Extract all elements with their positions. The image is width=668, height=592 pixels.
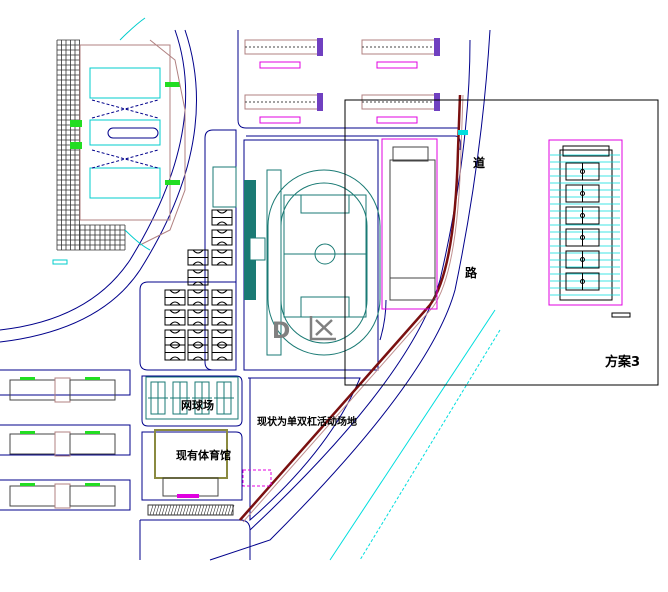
scheme-label: 方案3 xyxy=(605,355,641,370)
court-key xyxy=(192,344,204,361)
scheme-court-circle xyxy=(580,169,585,174)
road-curve-outer xyxy=(0,29,187,331)
indoor-hall xyxy=(381,138,438,310)
court-key xyxy=(216,209,228,226)
mark-x-box xyxy=(309,316,336,341)
green-strip xyxy=(85,431,100,434)
green-strip xyxy=(85,483,100,486)
tennis-court-area xyxy=(145,376,239,420)
scheme-court-circle xyxy=(580,257,585,262)
stair-block xyxy=(434,93,440,111)
scheme-outline xyxy=(548,139,623,306)
scheme-court-circle xyxy=(580,191,585,196)
marker-cyan xyxy=(458,130,468,135)
scheme-court-circle xyxy=(580,235,585,240)
court-key xyxy=(216,309,228,326)
dormitory-block xyxy=(9,485,56,507)
green-strip xyxy=(20,377,35,380)
scheme-court-circle xyxy=(580,213,585,218)
scheme-3-plan xyxy=(548,139,631,318)
dormitory-block xyxy=(69,379,116,401)
court-key xyxy=(192,269,204,286)
stair-block xyxy=(434,38,440,56)
scheme-court-circle xyxy=(580,279,585,284)
road-curve-inner xyxy=(0,29,197,343)
green-strip xyxy=(20,431,35,434)
dormitory-block xyxy=(69,433,116,455)
building-entry xyxy=(259,61,301,69)
court-key xyxy=(192,289,204,306)
basketball-courts xyxy=(164,209,233,361)
court-key xyxy=(192,249,204,266)
cyan-diagonal-lines xyxy=(329,309,501,561)
activity-area-label: 现状为单双杠活动场地 xyxy=(257,417,357,428)
building-entry xyxy=(259,116,301,124)
mark-d: D xyxy=(272,319,290,344)
bottom-left-buildings xyxy=(9,377,116,509)
building-entry xyxy=(376,61,418,69)
court-key xyxy=(192,309,204,326)
court-key xyxy=(216,329,228,346)
road-label-2: 路 xyxy=(465,266,478,280)
dormitory-block xyxy=(69,485,116,507)
road-label-1: 道 xyxy=(473,156,486,170)
court-key xyxy=(192,329,204,346)
green-strip xyxy=(20,483,35,486)
building-entry xyxy=(376,116,418,124)
tennis-courts-label: 网球场 xyxy=(181,399,214,412)
existing-gym-label: 现有体育馆 xyxy=(176,449,231,462)
tennis-court-small xyxy=(212,166,237,208)
left-building-complex xyxy=(52,17,186,265)
dormitory-link xyxy=(54,431,71,457)
dormitory-link xyxy=(54,483,71,509)
green-strip xyxy=(85,377,100,380)
existing-gym-building xyxy=(147,429,272,516)
court-key xyxy=(169,329,181,346)
stair-block xyxy=(317,38,323,56)
scheme-3-frame xyxy=(344,99,659,386)
court-key xyxy=(169,289,181,306)
dormitory-block xyxy=(9,379,56,401)
court-key xyxy=(216,229,228,246)
grandstand xyxy=(244,180,266,300)
court-key xyxy=(169,309,181,326)
court-key xyxy=(216,344,228,361)
running-track xyxy=(266,169,381,356)
stair-block xyxy=(317,93,323,111)
court-key xyxy=(169,344,181,361)
scheme-entrance xyxy=(562,145,610,157)
dormitory-link xyxy=(54,377,71,403)
tennis-courts xyxy=(145,376,239,420)
dormitory-block xyxy=(9,433,56,455)
scheme-legend-mark xyxy=(611,312,631,318)
court-key xyxy=(216,289,228,306)
top-buildings xyxy=(244,38,440,124)
court-key xyxy=(216,249,228,266)
road-top-block xyxy=(237,30,460,129)
